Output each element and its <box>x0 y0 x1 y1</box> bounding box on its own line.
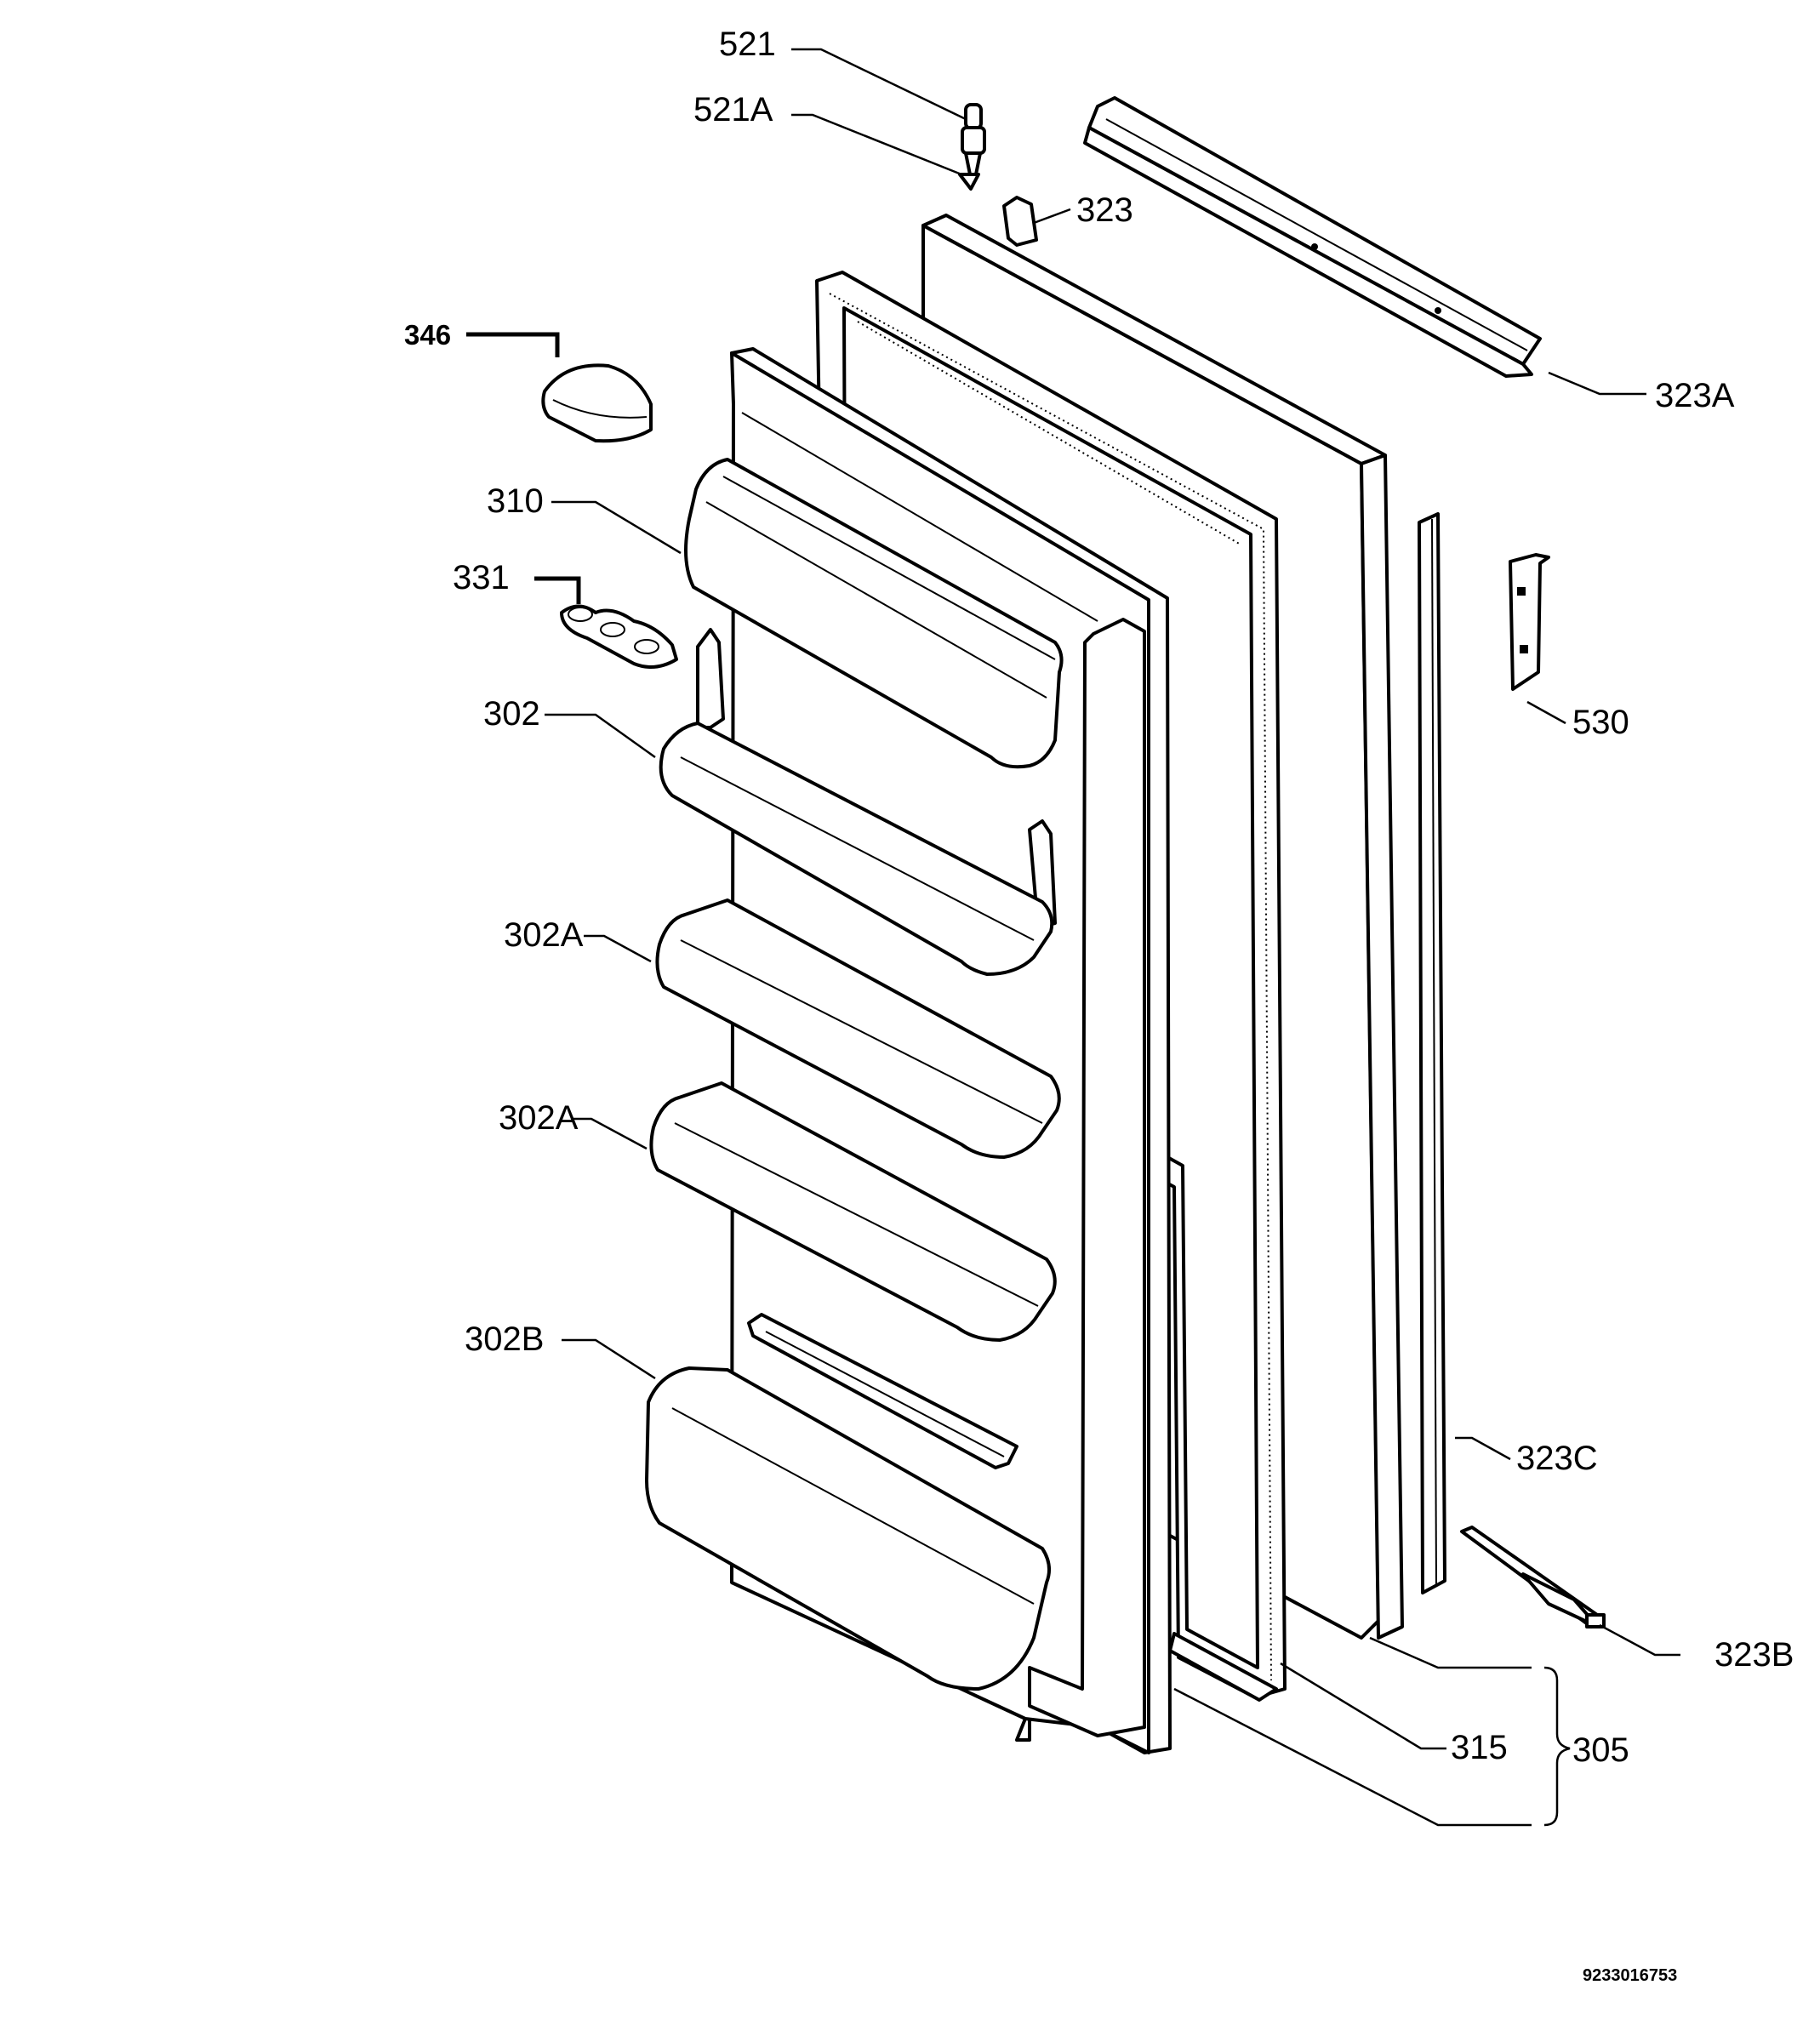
dairy-compartment <box>684 458 1064 769</box>
label-521: 521 <box>719 26 776 63</box>
bottom-rail <box>1460 1526 1606 1628</box>
door-shelf-bottom <box>645 1366 1052 1691</box>
butter-dish <box>541 363 653 443</box>
bottle-retainer <box>747 1313 1018 1469</box>
door-shelf-tall <box>659 628 1057 976</box>
label-323a: 323A <box>1655 377 1735 414</box>
label-331: 331 <box>453 559 510 596</box>
mounting-bracket <box>1509 553 1550 691</box>
label-305: 305 <box>1572 1731 1629 1769</box>
label-323b: 323B <box>1714 1636 1794 1674</box>
label-323c: 323C <box>1516 1440 1598 1477</box>
document-number: 9233016753 <box>1583 1966 1677 1985</box>
label-530: 530 <box>1572 704 1629 741</box>
label-302: 302 <box>483 695 540 733</box>
hinge-pin <box>961 103 986 176</box>
label-302a-lower: 302A <box>499 1099 579 1137</box>
door-shelf-middle-1 <box>655 898 1061 1159</box>
door-shelf-middle-2 <box>649 1081 1057 1342</box>
label-315: 315 <box>1451 1729 1508 1766</box>
group-brace <box>1543 1666 1571 1827</box>
side-profile <box>1418 512 1446 1594</box>
top-rail <box>1083 96 1542 378</box>
hinge-screw <box>958 173 980 191</box>
label-521a: 521A <box>693 91 773 128</box>
label-310: 310 <box>487 482 544 520</box>
label-302a-upper: 302A <box>504 916 584 954</box>
egg-tray <box>560 604 678 669</box>
label-323: 323 <box>1076 191 1133 229</box>
label-346: 346 <box>404 319 451 351</box>
label-302b: 302B <box>465 1320 544 1358</box>
top-profile <box>1002 196 1038 247</box>
leader-lines <box>466 48 1680 1827</box>
